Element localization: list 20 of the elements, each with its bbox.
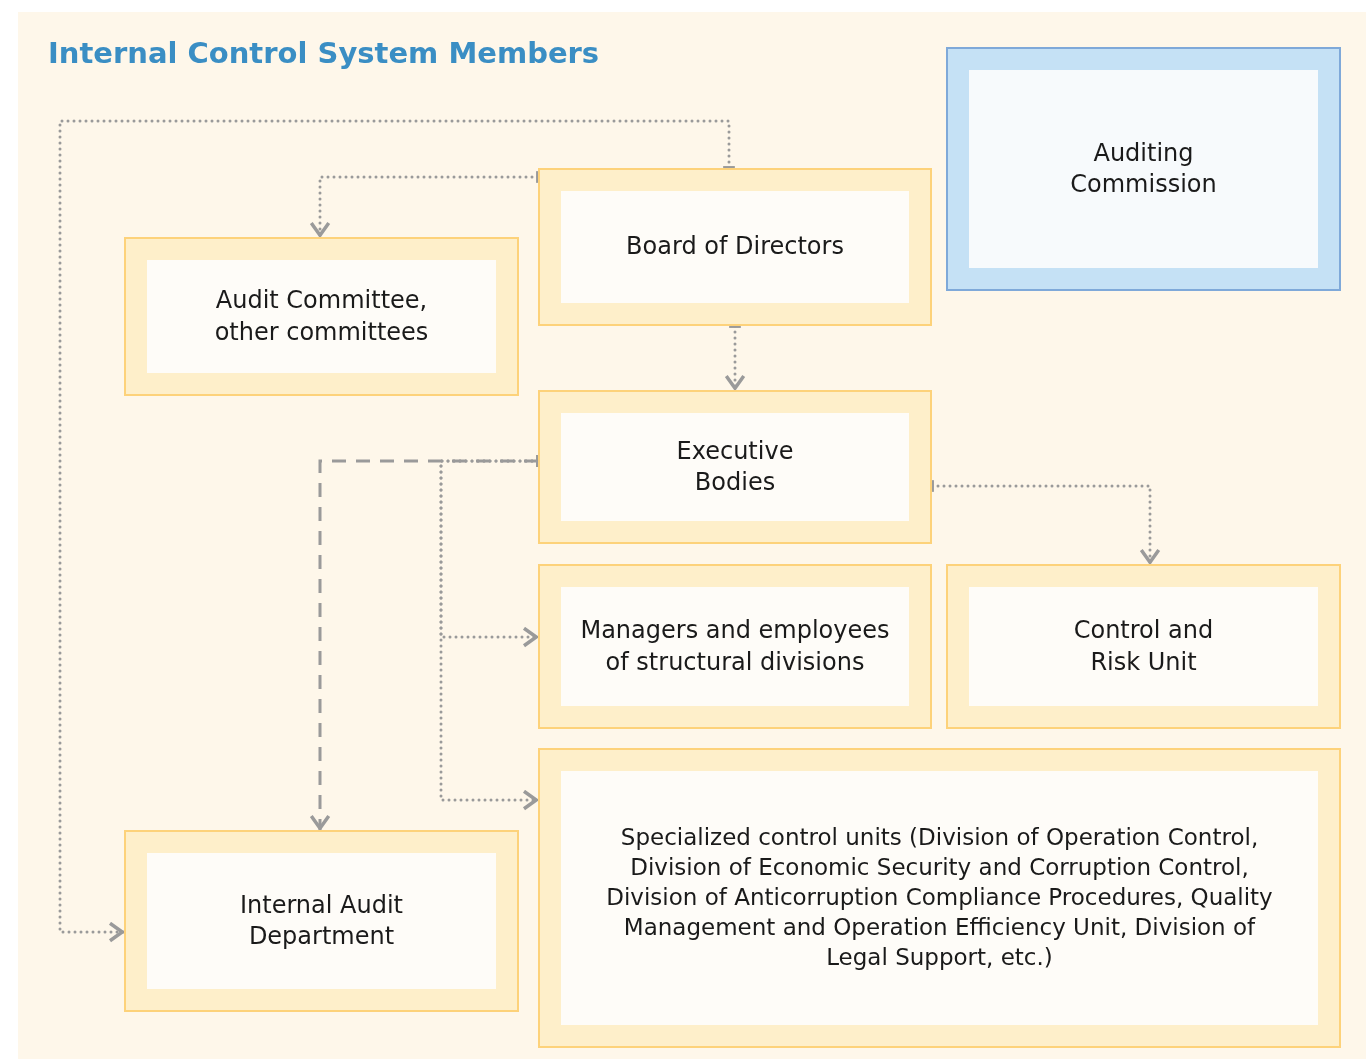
box-label: Auditing Commission [1069,137,1218,200]
box-label: Audit Committee, other committees [213,285,430,348]
process-box [124,237,519,396]
process-box [538,168,932,326]
box-label: Control and Risk Unit [1072,615,1215,678]
process-box [538,748,1341,1048]
process-box [946,47,1341,291]
process-box [946,564,1341,729]
dotted-arrow [309,171,540,239]
process-box [124,830,519,1012]
dotted-arrow [58,119,735,943]
diagram-title: Internal Control System Members [48,36,600,70]
box-label: Board of Directors [626,231,844,263]
dotted-arrow [724,324,746,392]
box-label: Internal Audit Department [238,889,405,952]
box-label: Specialized control units (Division of Operation Control, Division of Economic Security and Corruption Control, Division of Anticorruption Compliance Procedures, Quality Management and Operation Efficiency Unit, Division of Legal Support, etc.) [605,823,1274,972]
box-label: Managers and employees of structural divisions [579,615,891,678]
box-label: Executive Bodies [675,435,795,498]
process-box [538,564,932,729]
process-box [538,390,932,544]
